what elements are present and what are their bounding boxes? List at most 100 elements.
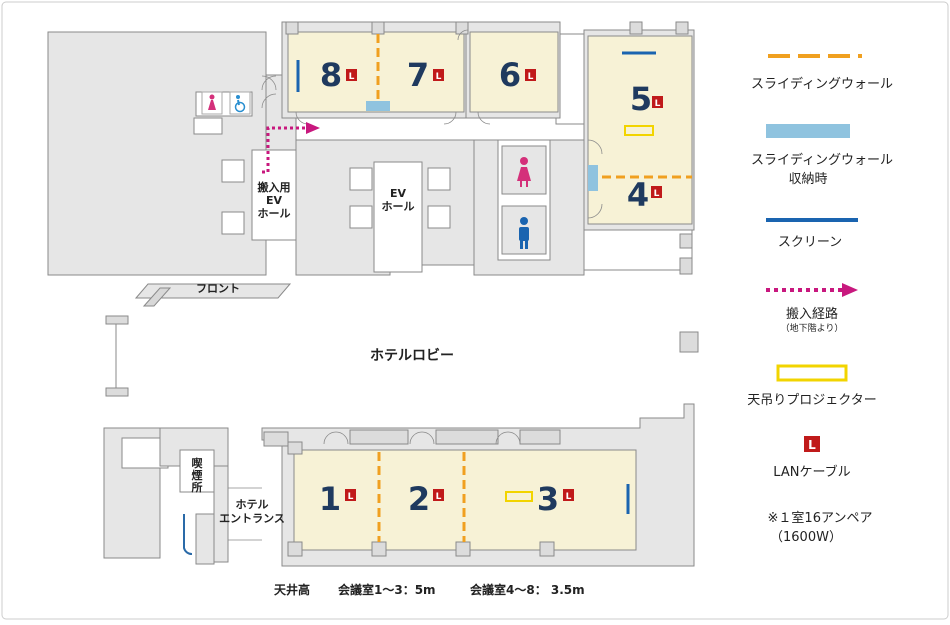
pillar: [519, 429, 561, 445]
lan-marker-room-5: L: [652, 96, 663, 109]
upper-left-block: [47, 31, 267, 276]
pillar: [287, 441, 303, 455]
svg-text:L: L: [349, 72, 355, 82]
room-number-8: 8: [320, 56, 342, 94]
lan-marker-room-8: L: [346, 69, 357, 82]
pillar: [679, 331, 699, 353]
ceiling-height-label: 天井高: [274, 582, 310, 597]
legend-route-label: 搬入経路: [786, 306, 838, 322]
sliding-wall-stored-5-4: [588, 165, 598, 191]
front-desk-gap: [142, 287, 172, 307]
pillar: [105, 387, 129, 397]
legend-sliding-wall-stored-label-1: スライディングウォール: [751, 152, 893, 168]
sliding-wall-stored-8-7: [366, 101, 390, 111]
female-restroom-icon: [201, 91, 223, 115]
entrance-lines: [228, 487, 262, 541]
door: [261, 93, 277, 109]
svg-text:L: L: [436, 492, 442, 502]
projector-room-3: [505, 491, 533, 502]
legend-sliding-wall-stored-label-2: 収納時: [788, 172, 827, 187]
pillar: [539, 541, 555, 557]
legend-screen-label: スクリーン: [778, 235, 842, 250]
cargo-ev-label-2: EV: [266, 194, 283, 207]
cargo-ev-car-2: [221, 211, 245, 235]
female-restroom-icon: [517, 157, 531, 187]
smoking-room: [179, 449, 215, 493]
lan-marker-room-4: L: [651, 186, 662, 199]
carry-route-arrowhead: [306, 122, 320, 134]
svg-text:L: L: [528, 72, 534, 82]
lan-marker-room-6: L: [525, 69, 536, 82]
lan-marker-room-1: L: [345, 489, 356, 502]
pillar: [371, 541, 387, 557]
ev-car-4: [427, 205, 451, 229]
pillar: [435, 429, 499, 445]
door: [495, 431, 521, 445]
male-restroom-icon: [519, 217, 529, 249]
ceiling-height-rooms-4-8: 会議室4～8： 3.5m: [470, 582, 585, 597]
smoking-label-2: 煙: [192, 468, 203, 482]
lan-marker-room-2: L: [433, 489, 444, 502]
lobby-label: ホテルロビー: [370, 348, 454, 364]
rooms-5-4: [587, 35, 693, 225]
svg-text:L: L: [654, 189, 660, 199]
legend-power-note-2: （1600W）: [770, 530, 842, 545]
legend-route-note: （地下階より）: [781, 322, 844, 334]
room-number-3: 3: [537, 480, 559, 518]
room-6: [469, 31, 559, 113]
pillar: [287, 541, 303, 557]
legend-sliding-wall-label: スライディングウォール: [751, 76, 893, 92]
cargo-ev-car-1: [221, 159, 245, 183]
ceiling-height-rooms-1-3: 会議室1～3：5m: [338, 582, 436, 597]
smoking-label-1: 喫: [192, 456, 204, 470]
legend-projector-swatch: [776, 364, 848, 382]
cargo-ev-label-3: ホール: [258, 207, 291, 220]
pillar: [105, 315, 129, 325]
accessible-restroom-icon: [229, 91, 251, 115]
legend-lan-label: LANケーブル: [773, 464, 850, 480]
room-number-2: 2: [408, 480, 430, 518]
svg-text:L: L: [436, 72, 442, 82]
cargo-ev-label-1: 搬入用: [258, 180, 291, 194]
door: [457, 29, 469, 41]
door: [323, 431, 349, 445]
legend-sliding-wall-stored-swatch: [766, 124, 850, 138]
door: [409, 431, 435, 445]
pillar: [349, 429, 409, 445]
ev-hall-label-1: EV: [390, 187, 407, 200]
room-number-4: 4: [627, 176, 649, 214]
pillar: [371, 21, 385, 35]
svg-text:L: L: [566, 492, 572, 502]
entrance-glass: [183, 514, 193, 555]
door: [443, 111, 457, 125]
pillar: [285, 21, 299, 35]
ev-car-3: [427, 167, 451, 191]
entrance-label-1: ホテル: [236, 498, 269, 511]
pillar: [629, 21, 643, 35]
small-room: [193, 117, 223, 135]
room-number-6: 6: [499, 56, 521, 94]
ev-hall-label-2: ホール: [382, 200, 415, 213]
svg-text:L: L: [655, 99, 661, 109]
door: [261, 75, 277, 91]
front-desk: [134, 283, 292, 299]
legend-power-note-1: ※１室16アンペア: [768, 510, 873, 526]
lan-marker-room-3: L: [563, 489, 574, 502]
legend-projector-label: 天吊りプロジェクター: [747, 393, 876, 408]
ev-car-1: [349, 167, 373, 191]
cargo-ev-hall: [251, 149, 297, 241]
pillar: [679, 257, 693, 275]
front-label: フロント: [196, 282, 240, 295]
lan-marker-room-7: L: [433, 69, 444, 82]
room-number-5: 5: [630, 80, 652, 118]
door: [477, 111, 491, 125]
pillar: [679, 233, 693, 249]
projector-room-5: [624, 125, 654, 136]
legend: スライディングウォール スライディングウォール 収納時 スクリーン 搬入経路 （…: [747, 54, 893, 545]
pillar: [263, 431, 289, 447]
legend-lan-swatch: [804, 436, 820, 452]
smoking-label-3: 所: [192, 480, 203, 494]
entrance-door: [195, 513, 215, 565]
